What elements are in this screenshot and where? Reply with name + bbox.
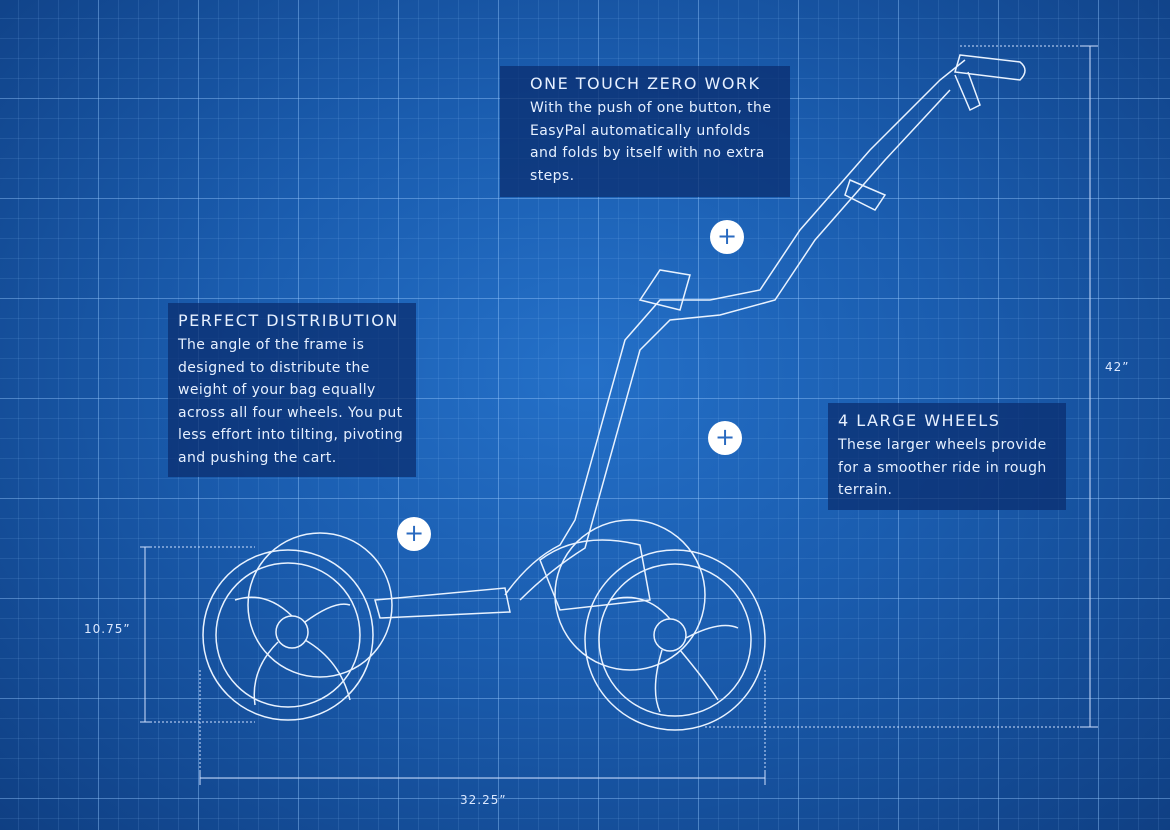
rear-wheels: [202, 532, 393, 721]
hotspot-plus-button[interactable]: +: [708, 421, 742, 455]
hotspot-plus-button[interactable]: +: [710, 220, 744, 254]
frame: [374, 54, 1026, 619]
dimension-lines: [140, 45, 1098, 785]
feature-body: With the push of one button, the EasyPal…: [530, 100, 772, 184]
feature-title: 4 LARGE WHEELS: [838, 411, 1001, 430]
height-dimension: 42”: [1105, 360, 1130, 374]
hotspot-plus-button[interactable]: +: [397, 517, 431, 551]
feature-body: The angle of the frame is designed to di…: [178, 337, 404, 466]
feature-title: PERFECT DISTRIBUTION: [178, 311, 399, 330]
feature-distribution: PERFECT DISTRIBUTION The angle of the fr…: [168, 303, 416, 477]
feature-one-touch: ONE TOUCH ZERO WORK With the push of one…: [500, 66, 790, 197]
feature-body: These larger wheels provide for a smooth…: [838, 437, 1047, 498]
feature-wheels: 4 LARGE WHEELS These larger wheels provi…: [828, 403, 1066, 510]
feature-title: ONE TOUCH ZERO WORK: [530, 74, 761, 93]
length-dimension: 32.25”: [460, 793, 507, 807]
front-wheels: [554, 519, 766, 731]
wheel-dimension: 10.75”: [84, 622, 131, 636]
